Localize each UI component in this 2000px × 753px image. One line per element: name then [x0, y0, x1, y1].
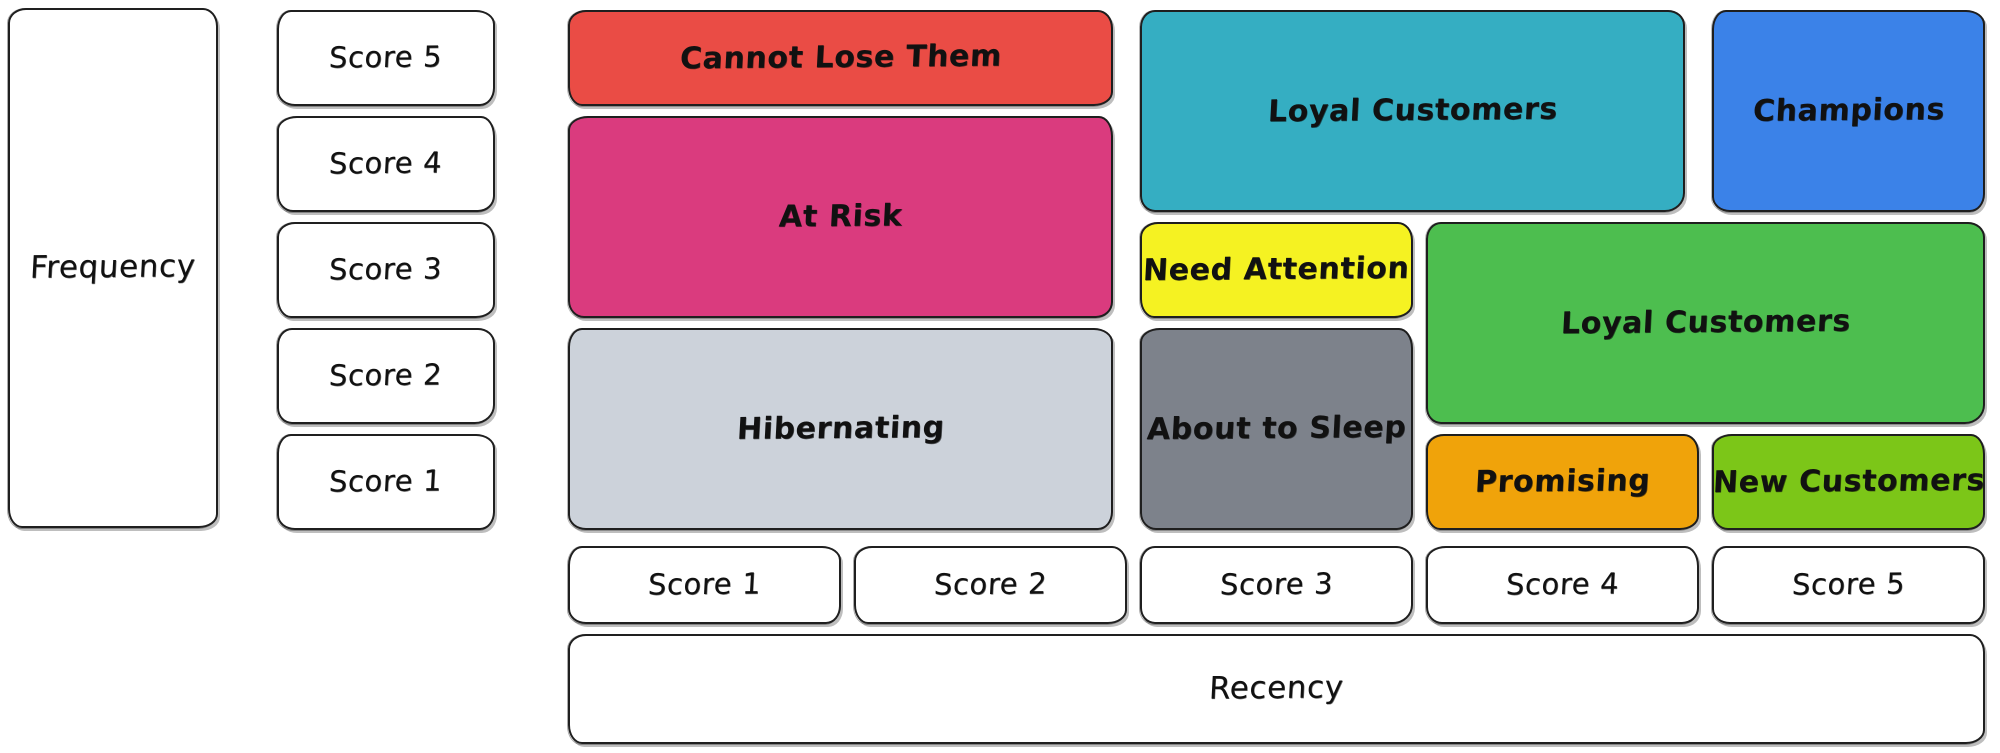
- segment-need-attention[interactable]: Need Attention: [1139, 222, 1413, 319]
- recency-score-2[interactable]: Score 2: [853, 546, 1127, 625]
- segment-hibernating-label: Hibernating: [735, 409, 946, 447]
- segment-loyal-customers-teal-label: Loyal Customers: [1266, 91, 1559, 130]
- segment-at-risk[interactable]: At Risk: [567, 116, 1113, 319]
- frequency-score-5-label: Score 5: [328, 39, 444, 75]
- frequency-score-5[interactable]: Score 5: [276, 10, 495, 107]
- recency-score-2-label: Score 2: [933, 566, 1049, 602]
- recency-score-4-label: Score 4: [1505, 566, 1621, 602]
- segment-at-risk-label: At Risk: [777, 198, 904, 235]
- segment-new-customers-label: New Customers: [1711, 462, 1986, 500]
- segment-hibernating[interactable]: Hibernating: [567, 328, 1113, 531]
- recency-axis-text: Recency: [1208, 669, 1345, 707]
- frequency-score-4-label: Score 4: [328, 145, 444, 181]
- frequency-score-1-label: Score 1: [328, 463, 444, 499]
- segment-about-to-sleep[interactable]: About to Sleep: [1139, 328, 1413, 531]
- segment-need-attention-label: Need Attention: [1142, 250, 1411, 288]
- frequency-score-2[interactable]: Score 2: [276, 328, 495, 425]
- frequency-score-1[interactable]: Score 1: [276, 434, 495, 531]
- segment-champions[interactable]: Champions: [1711, 10, 1985, 213]
- segment-champions-label: Champions: [1751, 91, 1946, 129]
- segment-about-to-sleep-label: About to Sleep: [1145, 409, 1408, 447]
- segment-promising-label: Promising: [1473, 462, 1652, 500]
- frequency-score-4[interactable]: Score 4: [276, 116, 495, 213]
- segment-cannot-lose-them-label: Cannot Lose Them: [678, 38, 1003, 77]
- segment-promising[interactable]: Promising: [1425, 434, 1699, 531]
- segment-cannot-lose-them[interactable]: Cannot Lose Them: [567, 10, 1113, 107]
- recency-score-3[interactable]: Score 3: [1139, 546, 1413, 625]
- frequency-axis-label: Frequency: [7, 8, 218, 529]
- segment-loyal-customers-green-label: Loyal Customers: [1559, 303, 1852, 342]
- recency-score-1[interactable]: Score 1: [567, 546, 841, 625]
- recency-score-1-label: Score 1: [647, 566, 763, 602]
- frequency-axis-text: Frequency: [29, 248, 197, 286]
- frequency-score-3[interactable]: Score 3: [276, 222, 495, 319]
- recency-score-5-label: Score 5: [1791, 566, 1907, 602]
- recency-score-5[interactable]: Score 5: [1711, 546, 1985, 625]
- recency-axis-label: Recency: [567, 634, 1985, 745]
- segment-new-customers[interactable]: New Customers: [1711, 434, 1985, 531]
- frequency-score-3-label: Score 3: [328, 251, 444, 287]
- segment-loyal-customers-teal[interactable]: Loyal Customers: [1139, 10, 1685, 213]
- frequency-score-2-label: Score 2: [328, 357, 444, 393]
- segment-loyal-customers-green[interactable]: Loyal Customers: [1425, 222, 1985, 425]
- recency-score-4[interactable]: Score 4: [1425, 546, 1699, 625]
- recency-score-3-label: Score 3: [1219, 566, 1335, 602]
